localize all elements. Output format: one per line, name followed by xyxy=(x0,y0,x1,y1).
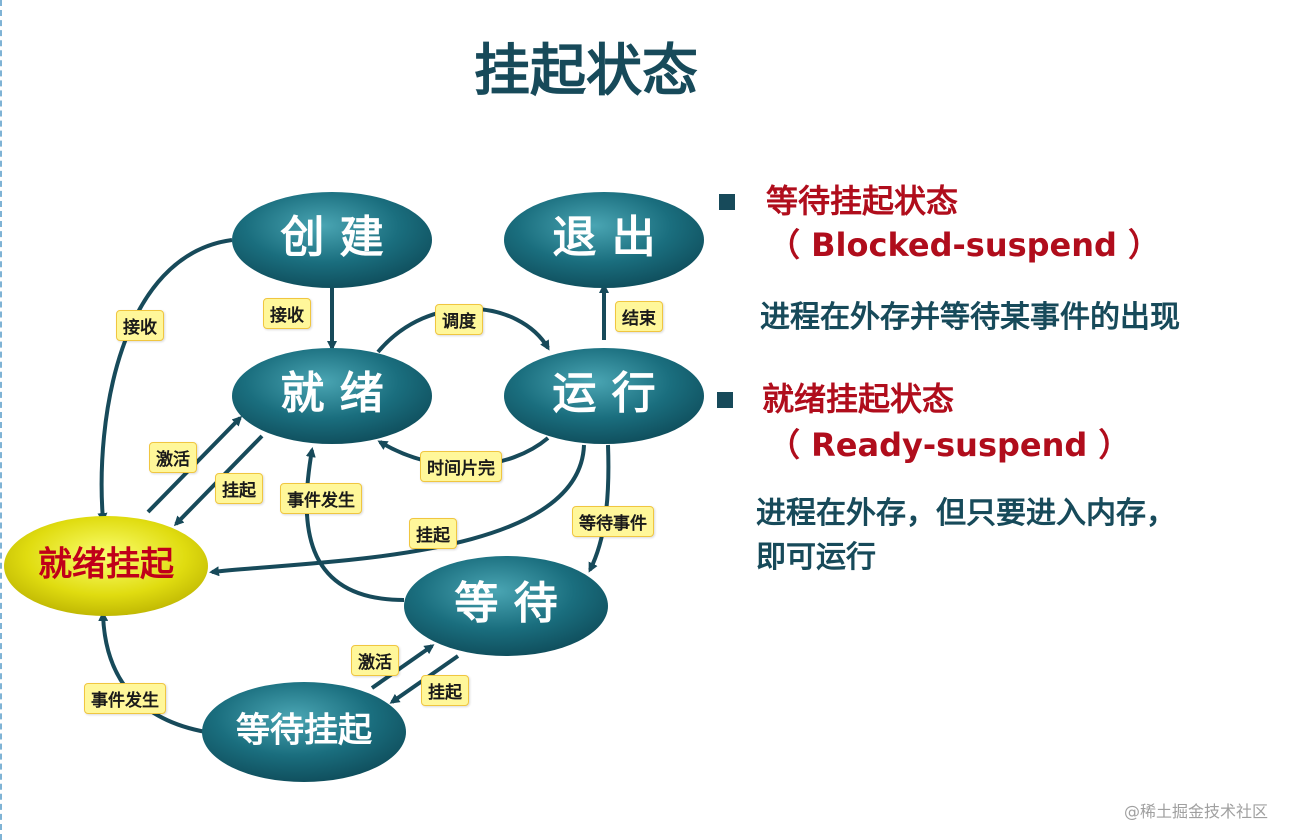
edge-label-suspend-running: 挂起 xyxy=(409,518,457,549)
node-blocked-suspend: 等待挂起 xyxy=(202,682,406,782)
page-title: 挂起状态 xyxy=(474,39,698,104)
definition-blocked-description: 进程在外存并等待某事件的出现 xyxy=(760,300,1180,335)
edge-label-wait-event: 等待事件 xyxy=(572,506,654,537)
edge-event-occurs xyxy=(304,447,405,602)
node-exit-label: 退 出 xyxy=(552,212,655,263)
edge-label-finish: 结束 xyxy=(615,301,663,332)
node-running: 运 行 xyxy=(504,348,704,444)
edge-event-occurs-suspended xyxy=(98,611,207,734)
node-ready: 就 绪 xyxy=(232,348,432,444)
edge-label-event-occurs: 事件发生 xyxy=(280,483,362,514)
node-running-label: 运 行 xyxy=(552,368,655,419)
definition-ready-subtitle: （ Ready-suspend ） xyxy=(768,426,1131,464)
edge-label-suspend-ready: 挂起 xyxy=(215,473,263,504)
definition-ready-description-line2: 即可运行 xyxy=(756,540,876,575)
watermark: @稀土掘金技术社区 xyxy=(1123,802,1268,821)
node-waiting: 等 待 xyxy=(404,556,608,656)
node-ready-suspend: 就绪挂起 xyxy=(4,516,208,616)
edge-label-activate-ready: 激活 xyxy=(149,442,197,473)
edge-activate-wait xyxy=(370,644,435,690)
definition-ready-title: 就绪挂起状态 xyxy=(762,380,955,418)
edge-suspend-running xyxy=(209,444,586,577)
bullet-square-icon xyxy=(717,392,733,408)
definition-blocked-title: 等待挂起状态 xyxy=(766,182,959,220)
edge-label-event-occurs-suspended: 事件发生 xyxy=(84,683,166,714)
node-blocked-suspend-label: 等待挂起 xyxy=(236,711,373,751)
edge-label-timeout: 时间片完 xyxy=(420,451,502,482)
node-waiting-label: 等 待 xyxy=(454,578,557,629)
node-exit: 退 出 xyxy=(504,192,704,288)
node-create-label: 创 建 xyxy=(280,212,383,263)
edge-create-ready-suspend xyxy=(97,238,233,523)
left-border-rule xyxy=(0,0,6,840)
edge-label-suspend-wait: 挂起 xyxy=(421,675,469,706)
edge-label-dispatch: 调度 xyxy=(435,304,483,335)
edge-label-create-ready-suspend: 接收 xyxy=(116,310,164,341)
node-ready-label: 就 绪 xyxy=(280,368,383,419)
bullet-square-icon xyxy=(719,194,735,210)
definition-blocked-subtitle: （ Blocked-suspend ） xyxy=(768,226,1161,264)
node-create: 创 建 xyxy=(232,192,432,288)
node-ready-suspend-label: 就绪挂起 xyxy=(38,545,175,585)
edge-label-create-ready: 接收 xyxy=(263,298,311,329)
definition-ready-description-line1: 进程在外存，但只要进入内存， xyxy=(756,496,1176,531)
edge-label-activate-wait: 激活 xyxy=(351,645,399,676)
